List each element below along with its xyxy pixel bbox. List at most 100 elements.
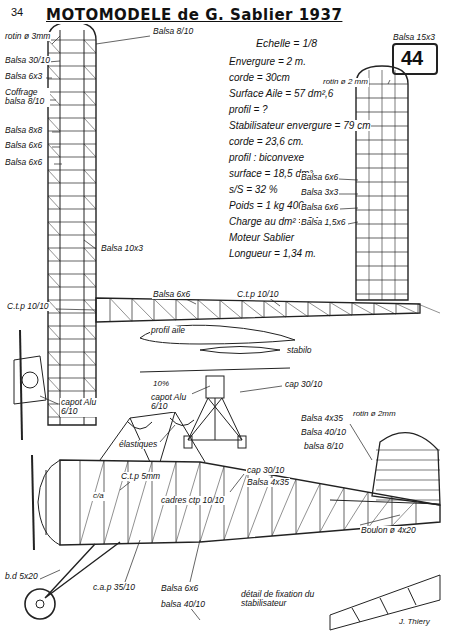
callout-label: Moteur Sablier	[228, 232, 295, 243]
callout-label: cadres ctp 10/10	[160, 496, 225, 505]
structure-stroke	[48, 391, 96, 392]
structure-stroke	[220, 300, 221, 318]
callout-label: Balsa 4x35	[246, 478, 290, 487]
callout-label: Balsa 6x6	[300, 173, 339, 182]
wing-spar	[84, 30, 85, 425]
structure-stroke	[198, 300, 199, 319]
callout-label: profil : biconvexe	[228, 152, 305, 163]
structure-stroke	[48, 196, 60, 209]
structure-stroke	[80, 461, 104, 545]
fuselage-top	[96, 298, 420, 322]
structure-stroke	[84, 92, 96, 105]
callout-label: profil = ?	[228, 104, 269, 115]
structure-stroke	[48, 287, 96, 288]
structure-stroke	[48, 404, 60, 417]
structure-stroke	[308, 302, 330, 316]
structure-stroke	[418, 304, 419, 313]
callout-label: C.t.p 10/10	[6, 302, 50, 311]
structure-stroke	[84, 66, 96, 79]
structure-stroke	[48, 118, 96, 119]
callout-label: corde = 30cm	[228, 72, 291, 83]
structure-stroke	[48, 209, 96, 210]
structure-stroke	[48, 222, 60, 235]
wheel	[25, 589, 55, 619]
stabilizer-plan	[356, 66, 408, 300]
callout-label: Balsa 30/10	[4, 56, 51, 65]
callout-label: capot Alu 6/10	[60, 398, 102, 417]
structure-stroke	[330, 302, 331, 315]
callout-label: élastiques	[118, 440, 158, 449]
structure-stroke	[344, 492, 368, 530]
structure-stroke	[48, 222, 96, 223]
structure-stroke	[48, 66, 96, 67]
structure-stroke	[48, 144, 96, 145]
callout-label: profil aile	[150, 326, 186, 335]
structure-stroke	[382, 70, 383, 300]
structure-stroke	[48, 118, 60, 131]
structure-stroke	[48, 170, 96, 171]
callout-label: Stabilisateur envergure = 79 cm	[228, 120, 371, 131]
callout-label: s/S = 32 %	[228, 184, 279, 195]
propeller	[20, 330, 22, 440]
structure-stroke	[84, 170, 96, 183]
structure-stroke	[264, 301, 286, 317]
structure-stroke	[48, 352, 96, 353]
structure-stroke	[176, 299, 177, 319]
structure-stroke	[48, 183, 96, 184]
callout-label: Balsa 10x3	[100, 244, 144, 253]
structure-stroke	[330, 302, 352, 315]
callout-label: Balsa 1,5x6	[300, 218, 346, 227]
callout-label: stabilo	[286, 346, 313, 355]
plan-number: 44	[400, 47, 424, 69]
callout-label: Balsa 6x6	[152, 290, 191, 299]
callout-label: C.t.p 10/10	[236, 290, 280, 299]
structure-stroke	[84, 222, 96, 235]
callout-label: Balsa 4x35	[300, 414, 344, 423]
structure-stroke	[48, 339, 96, 340]
structure-stroke	[352, 303, 374, 315]
structure-stroke	[132, 299, 154, 321]
structure-stroke	[84, 300, 96, 313]
structure-stroke	[48, 378, 60, 391]
callout-label: Balsa 6x6	[4, 141, 43, 150]
callout-label: rotin ø 2mm	[352, 410, 397, 419]
structure-stroke	[369, 70, 370, 300]
callout-label: Poids = 1 kg 400	[228, 200, 305, 211]
propeller	[32, 455, 34, 550]
callout-label: Coffrage balsa 8/10	[4, 88, 50, 107]
structure-stroke	[48, 300, 96, 301]
structure-stroke	[224, 471, 248, 540]
structure-stroke	[376, 470, 440, 471]
structure-stroke	[48, 313, 96, 314]
structure-stroke	[48, 170, 60, 183]
callout-label: Envergure = 2 m.	[228, 56, 307, 67]
structure-stroke	[48, 365, 96, 366]
structure-stroke	[392, 501, 416, 526]
callout-label: 10%	[152, 380, 170, 389]
structure-stroke	[48, 274, 96, 275]
structure-stroke	[416, 501, 417, 524]
callout-label: cap 30/10	[284, 380, 323, 389]
front-fuselage	[206, 376, 224, 398]
rudder	[372, 433, 440, 505]
structure-stroke	[395, 70, 396, 300]
structure-stroke	[84, 274, 96, 287]
structure-stroke	[308, 302, 309, 316]
front-gear	[188, 398, 242, 440]
structure-stroke	[376, 480, 440, 481]
callout-label: c.a.p 35/10	[92, 583, 136, 592]
structure-stroke	[344, 488, 345, 530]
callout-label: Balsa 8x8	[4, 126, 43, 135]
callout-label: Balsa 8/10	[152, 27, 194, 36]
structure-stroke	[48, 53, 96, 54]
structure-stroke	[84, 144, 96, 157]
callout-label: Balsa 40/10	[300, 428, 347, 437]
structure-stroke	[220, 300, 242, 318]
structure-stroke	[48, 79, 96, 80]
structure-stroke	[376, 500, 440, 501]
callout-label: capot Alu 6/10	[150, 393, 192, 412]
structure-stroke	[84, 248, 96, 261]
fuselage-side	[60, 460, 440, 545]
structure-stroke	[48, 300, 60, 313]
structure-stroke	[374, 303, 396, 314]
